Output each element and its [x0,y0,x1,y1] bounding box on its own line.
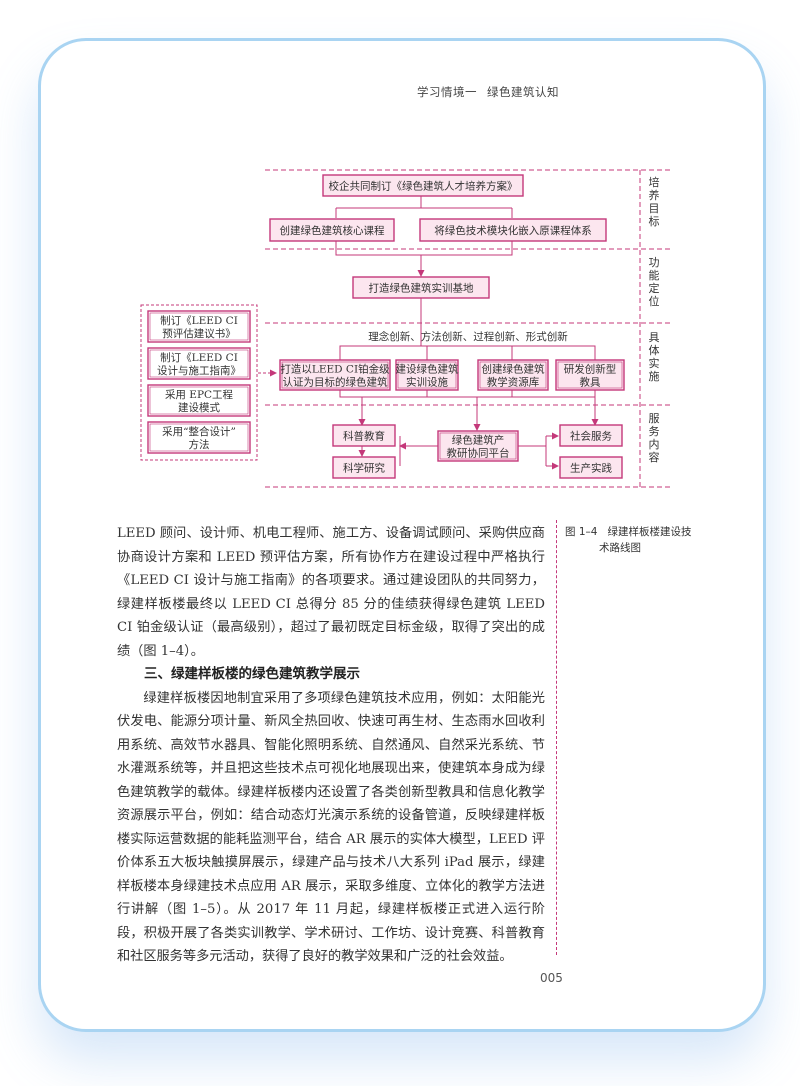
impl-box-1-text: 认证为目标的绿色建筑 [283,376,388,389]
header-title: 绿色建筑认知 [487,85,559,99]
side-box-4: 采用“整合设计”方法 [147,421,251,454]
top-box: 校企共同制订《绿色建筑人才培养方案》 [322,174,524,197]
module-embed-box: 将绿色技术模块化嵌入原课程体系 [419,218,607,242]
scientific-research-box: 科学研究 [332,456,396,479]
core-course-box-text: 创建绿色建筑核心课程 [280,224,385,237]
page-card [38,38,766,1032]
training-base-box: 打造绿色建筑实训基地 [352,276,490,299]
running-header: 学习情境一绿色建筑认知 [417,84,559,100]
impl-box-4-text: 教具 [580,376,601,389]
impl-box-4-text: 研发创新型 [564,363,617,376]
caption-divider [556,520,557,955]
stage-label-service: 服务内容 [649,412,660,464]
stage-separators [265,169,672,488]
side-box-2-text: 设计与施工指南》 [157,364,241,377]
side-box-3-text: 采用 EPC工程 [165,389,234,401]
core-course-box: 创建绿色建筑核心课程 [269,218,395,242]
page-number: 005 [540,971,563,985]
stage-label-function: 功能定位 [649,256,660,308]
concept-innovation-label: 理念创新、方法创新、过程创新、形式创新 [368,330,568,343]
science-education-box: 科普教育 [332,424,396,447]
stage-label-implementation: 具体实施 [649,331,660,383]
technical-roadmap-diagram: 培养目标 功能定位 具体实施 服务内容 校企共同制订《绿色建筑人才培养方案》创建… [140,169,672,488]
impl-box-3-text: 创建绿色建筑 [482,363,545,376]
figure-number: 图 1–4 [565,526,598,538]
training-base-box-text: 打造绿色建筑实训基地 [369,282,474,295]
paragraph-2: 绿建样板楼因地制宜采用了多项绿色建筑技术应用，例如：太阳能光伏发电、能源分项计量… [117,690,545,965]
caption-line-1: 绿建样板楼建设技 [607,526,692,538]
platform-box-text: 绿色建筑产 [452,434,505,447]
production-practice-box-text: 生产实践 [570,462,612,475]
side-box-1-text: 制订《LEED CI [160,314,238,327]
caption-line-2: 术路线图 [599,542,641,554]
platform-box-text: 教研协同平台 [447,447,510,460]
impl-box-3-text: 教学资源库 [487,376,540,389]
stage-label-goal: 培养目标 [649,175,660,228]
impl-box-2-text: 实训设施 [406,376,448,389]
top-box-text: 校企共同制订《绿色建筑人才培养方案》 [329,180,518,193]
figure-caption: 图 1–4 绿建样板楼建设技 术路线图 [565,524,715,556]
side-box-2-text: 制订《LEED CI [160,351,238,364]
impl-box-2-text: 建设绿色建筑 [396,363,459,376]
side-box-4-text: 方法 [189,438,210,451]
social-service-box-text: 社会服务 [570,430,612,443]
side-box-3-text: 建设模式 [178,401,220,414]
side-box-4-text: 采用“整合设计” [162,425,236,438]
paragraph-1: LEED 顾问、设计师、机电工程师、施工方、设备调试顾问、采购供应商协商设计方案… [117,526,545,659]
side-box-1-text: 预评估建议书》 [162,327,236,340]
module-embed-box-text: 将绿色技术模块化嵌入原课程体系 [434,224,592,237]
header-chapter: 学习情境一 [417,85,477,99]
science-education-box-text: 科普教育 [343,430,385,443]
body-text: LEED 顾问、设计师、机电工程师、施工方、设备调试顾问、采购供应商协商设计方案… [117,522,545,969]
scientific-research-box-text: 科学研究 [343,462,385,475]
impl-box-1-text: 打造以LEED CI铂金级 [280,363,390,376]
side-panel [140,304,258,461]
production-practice-box: 生产实践 [559,456,623,479]
section-heading: 三、绿建样板楼的绿色建筑教学展示 [144,666,360,682]
social-service-box: 社会服务 [559,424,623,447]
